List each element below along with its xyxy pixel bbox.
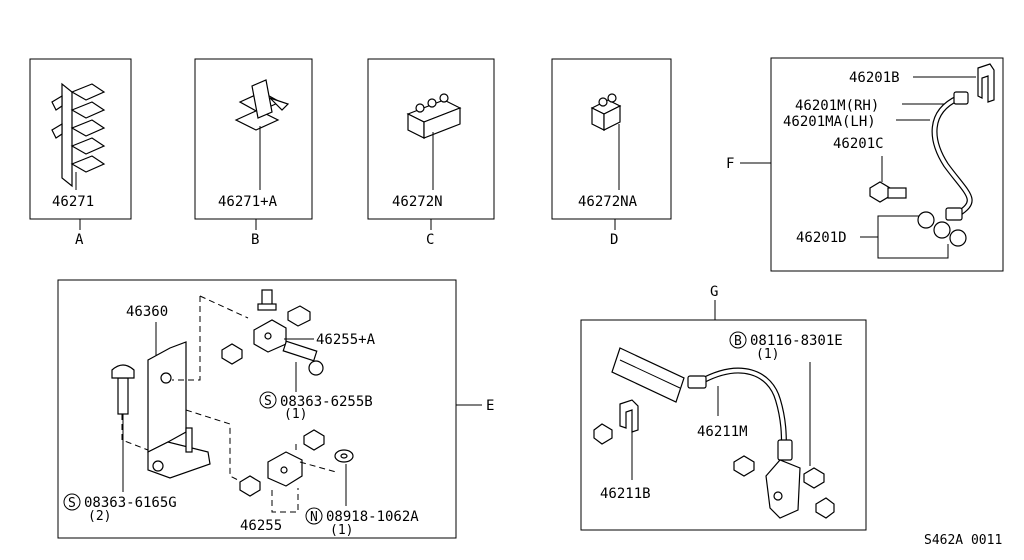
front-hose-bolt-label: 46201C xyxy=(833,136,884,152)
front-hose-rh-label: 46201M(RH) xyxy=(795,98,879,114)
clip-a-letter: A xyxy=(75,232,84,248)
front-hose-washer-label: 46201D xyxy=(796,230,847,246)
rear-hose-bolt-code: B xyxy=(734,334,742,349)
bolt-a-part-number: 08363-6255B xyxy=(280,394,373,410)
rear-hose-clip-icon xyxy=(619,399,639,433)
clip-b-letter: B xyxy=(251,232,259,248)
front-hose-group: F 46201B 46201M(RH) 46201MA(LH) 46201C 4… xyxy=(726,57,1004,272)
flare-nut-icon xyxy=(221,305,311,365)
clip-c-part-number: 46272N xyxy=(392,194,443,210)
nut-quantity: (1) xyxy=(330,523,353,538)
clip-a-group: 46271 A xyxy=(29,58,132,248)
bolt-a-icon xyxy=(282,340,324,376)
front-hose-clip-label: 46201B xyxy=(849,70,900,86)
bracket-assembly-letter: E xyxy=(486,398,494,414)
clip-d-part-number: 46272NA xyxy=(578,194,638,210)
clip-c-letter: C xyxy=(426,232,434,248)
front-hose-box xyxy=(770,57,1004,272)
front-hose-lh-label: 46201MA(LH) xyxy=(783,114,876,130)
rear-hose-label: 46211M xyxy=(697,424,748,440)
nut-code-mark xyxy=(305,507,323,525)
clip-b-box xyxy=(194,58,313,220)
clip-d-group: 46272NA D xyxy=(551,58,672,248)
bleeder-icon xyxy=(257,289,277,311)
bolt-a-quantity: (1) xyxy=(284,407,307,422)
front-hose-letter: F xyxy=(726,156,734,172)
clip-d-icon xyxy=(590,93,622,131)
connector-a-icon xyxy=(253,319,287,353)
bolt-b-quantity: (2) xyxy=(88,509,111,524)
bolt-a-code-mark xyxy=(259,391,277,409)
bolt-b-part-number: 08363-6165G xyxy=(84,495,177,511)
rear-hose-bolt-icon xyxy=(733,455,835,519)
rear-hose-bolt-part-number: 08116-8301E xyxy=(750,333,843,349)
clip-b-icon xyxy=(234,79,290,131)
clip-c-icon xyxy=(406,93,462,139)
rear-hose-bolt-code-mark xyxy=(729,331,747,349)
clip-c-group: 46272N C xyxy=(367,58,495,248)
clip-a-part-number: 46271 xyxy=(52,194,94,210)
clip-b-part-number: 46271+A xyxy=(218,194,278,210)
rear-hose-group: G 46211B 46211M B 08116-8301E (1) xyxy=(580,284,867,531)
bolt-b-code: S xyxy=(68,496,76,511)
rear-hose-letter: G xyxy=(710,284,718,300)
clip-d-letter: D xyxy=(610,232,618,248)
bolt-b-icon xyxy=(111,364,135,415)
nut-part-number: 08918-1062A xyxy=(326,509,419,525)
bolt-b-code-mark xyxy=(63,493,81,511)
rear-hose-bolt-left-icon xyxy=(593,423,613,445)
diagram-id: S462A 0011 xyxy=(924,533,1002,548)
connector-label: 46255 xyxy=(240,518,282,534)
connector-icon xyxy=(239,429,325,497)
bracket-assembly-box xyxy=(57,279,457,539)
front-hose-washer-icon xyxy=(917,211,935,229)
bracket-icon xyxy=(147,341,211,479)
front-hose-bolt-icon xyxy=(869,181,907,203)
rear-hose-box xyxy=(580,319,867,531)
front-hose-clip-icon xyxy=(977,63,995,103)
clip-d-box xyxy=(551,58,672,220)
connector-a-label: 46255+A xyxy=(316,332,376,348)
rear-hose-bolt-quantity: (1) xyxy=(756,347,779,362)
bracket-assembly-group: E 46360 46255+A xyxy=(57,279,494,539)
bolt-a-code: S xyxy=(264,394,272,409)
clip-a-icon xyxy=(51,82,106,188)
rear-hose-mount-icon xyxy=(611,347,685,403)
bracket-label: 46360 xyxy=(126,304,168,320)
rear-hose-clip-label: 46211B xyxy=(600,486,651,502)
nut-code: N xyxy=(310,510,318,525)
clip-b-group: 46271+A B xyxy=(194,58,313,248)
